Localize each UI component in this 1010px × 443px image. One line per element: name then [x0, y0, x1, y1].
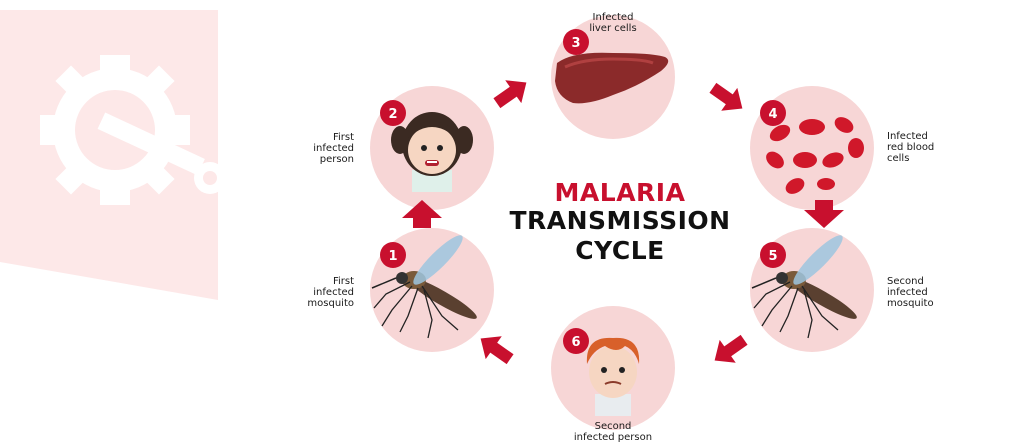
arrow-2-to-3	[489, 71, 535, 115]
diagram-title-line-2: TRANSMISSION	[470, 206, 770, 235]
stage-4-label: Infected red blood cells	[887, 131, 967, 164]
stage-6-number: 6	[571, 335, 580, 350]
stage-5-label: Second infected mosquito	[887, 276, 967, 309]
stage-1-label: First infected mosquito	[282, 276, 354, 309]
stage-6: 6	[551, 306, 675, 430]
arrow-6-to-1	[473, 327, 519, 371]
arrow-3-to-4	[705, 76, 751, 120]
stage-2-label: First infected person	[282, 132, 354, 165]
stage-1-number: 1	[388, 249, 397, 264]
stage-4-number: 4	[768, 107, 777, 122]
stage-3-number: 3	[571, 36, 580, 51]
stage-2-number: 2	[388, 107, 397, 122]
stage-6-label: Second infected person	[553, 421, 673, 443]
diagram-title-line-3: CYCLE	[470, 236, 770, 265]
diagram-title-line-1: MALARIA	[470, 178, 770, 207]
arrow-5-to-6	[707, 328, 753, 372]
stage-3-label: Infected liver cells	[568, 12, 658, 34]
